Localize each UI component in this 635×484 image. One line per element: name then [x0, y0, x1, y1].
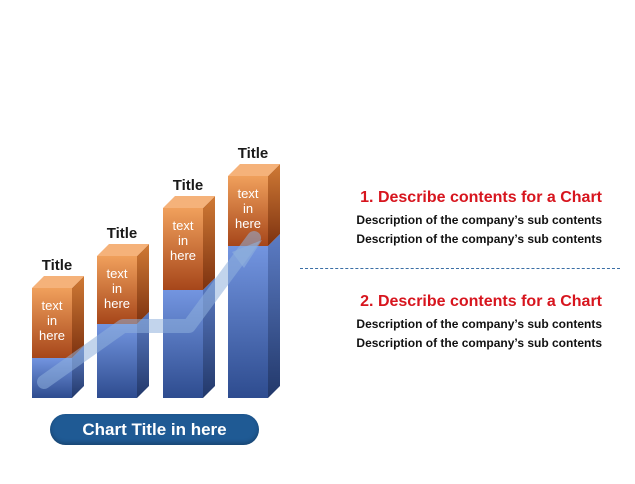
bar-inner-text: here — [235, 216, 261, 231]
section-heading: 2. Describe contents for a Chart — [360, 293, 602, 310]
bar-inner-text: text — [173, 218, 194, 233]
orange-bar-front — [228, 176, 268, 246]
orange-bar-front — [97, 256, 137, 324]
orange-bar-side — [72, 276, 84, 358]
orange-bar-side — [137, 244, 149, 324]
bar-inner-text: in — [178, 233, 188, 248]
section-line: Description of the company’s sub content… — [356, 232, 602, 246]
bar-title-label: Title — [107, 225, 138, 242]
bar-inner-text: in — [112, 281, 122, 296]
bar-inner-text: in — [243, 201, 253, 216]
section-heading: 1. Describe contents for a Chart — [360, 189, 602, 206]
trend-line — [37, 231, 261, 389]
section-line: Description of the company’s sub content… — [356, 213, 602, 227]
orange-bar-top — [163, 196, 215, 208]
description-section-2: 2. Describe contents for a Chart Descrip… — [302, 293, 602, 355]
orange-bar-top — [32, 276, 84, 288]
bar-inner-text: text — [107, 266, 128, 281]
blue-bar-side — [137, 312, 149, 398]
section-line: Description of the company’s sub content… — [356, 336, 602, 350]
orange-bar-front — [163, 208, 203, 290]
orange-bar-top — [228, 164, 280, 176]
bar-title-label: Title — [42, 257, 73, 274]
bar-inner-text: text — [42, 298, 63, 313]
bar-inner-text: here — [39, 328, 65, 343]
trend-arrowhead — [232, 240, 262, 268]
bar-inner-text: text — [238, 186, 259, 201]
bar-inner-text: here — [104, 296, 130, 311]
chart-title-button: Chart Title in here — [50, 414, 259, 445]
bar-title-label: Title — [173, 177, 204, 194]
bar-chart: TitletextinhereTitletextinhereTitletexti… — [32, 145, 280, 398]
bar-inner-text: here — [170, 248, 196, 263]
orange-bar-front — [32, 288, 72, 358]
orange-bar-top — [97, 244, 149, 256]
bar-inner-text: in — [47, 313, 57, 328]
orange-bar-side — [203, 196, 215, 290]
description-section-1: 1. Describe contents for a Chart Descrip… — [302, 189, 602, 251]
bar-title-label: Title — [238, 145, 269, 162]
section-line: Description of the company’s sub content… — [356, 317, 602, 331]
blue-bar-side — [268, 234, 280, 398]
orange-bar-side — [268, 164, 280, 246]
section-divider — [300, 268, 620, 269]
